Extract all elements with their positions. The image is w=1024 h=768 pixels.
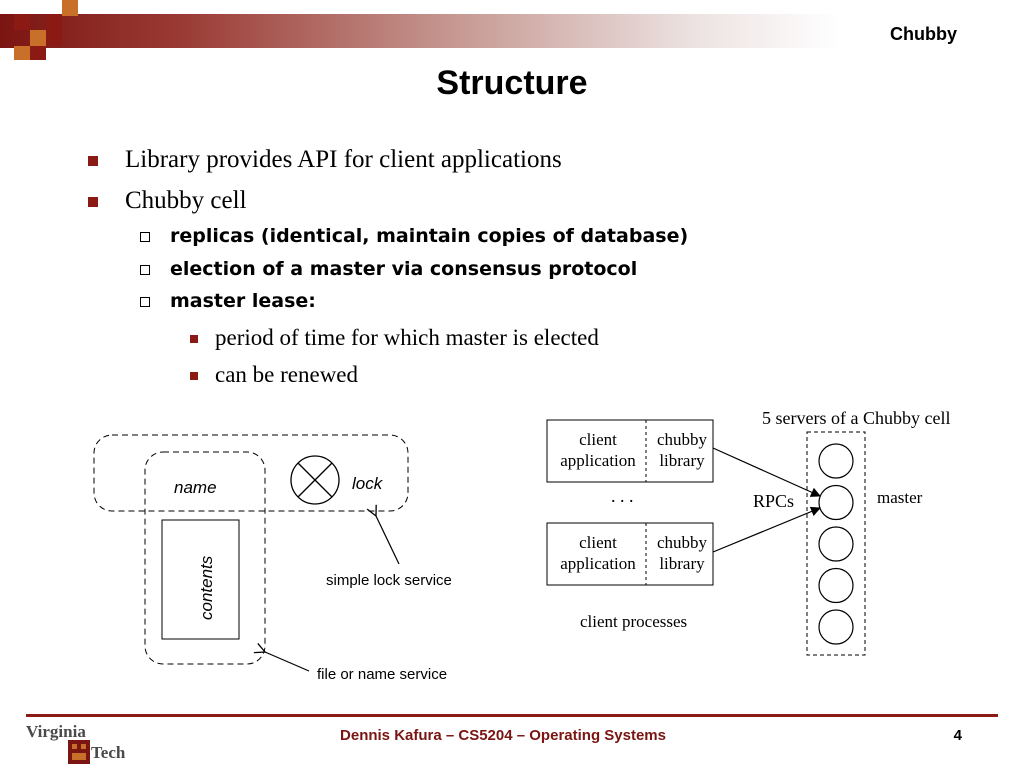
logo-shield-detail (72, 744, 77, 749)
server-node (818, 567, 854, 604)
bullet-text: Library provides API for client applicat… (125, 146, 562, 173)
rpc-arrow (712, 447, 821, 497)
header-square-3 (62, 0, 78, 16)
logo-text-virginia: Virginia (26, 722, 86, 741)
lock-service-arrow (376, 516, 400, 565)
header-square-2 (46, 14, 62, 30)
rpc-arrow (712, 506, 821, 553)
chubby-lib-label: library (659, 554, 705, 573)
lock-icon (290, 455, 340, 505)
bullet-text: Chubby cell (125, 187, 247, 214)
sub-sub-bullet-text: period of time for which master is elect… (215, 325, 599, 350)
server-node (818, 443, 854, 479)
hollow-square-icon (140, 265, 150, 275)
sub-bullet-text: master lease: (170, 290, 316, 312)
master-server-node (818, 484, 854, 521)
header-title: Chubby (890, 24, 957, 44)
cell-caption: 5 servers of a Chubby cell (762, 408, 950, 428)
bullet-square-icon (88, 156, 98, 166)
virginia-tech-logo: Virginia Tech (26, 722, 126, 764)
page-number: 4 (953, 727, 962, 744)
name-label: name (174, 478, 217, 497)
header-square-1 (14, 14, 30, 30)
hollow-square-icon (140, 232, 150, 242)
logo-shield-detail (72, 753, 86, 760)
server-node (818, 526, 854, 562)
server-node (818, 609, 854, 645)
sub-sub-bullet-text: can be renewed (215, 362, 359, 387)
header-square-4 (30, 30, 46, 46)
header-square-5 (14, 46, 30, 60)
lock-service-caption: simple lock service (326, 572, 452, 589)
ellipsis: . . . (611, 486, 634, 506)
header-square-7 (30, 46, 46, 60)
contents-box (161, 519, 240, 640)
chubby-lib-label: chubby (657, 533, 708, 552)
name-service-box (144, 451, 266, 665)
slide-title: Structure (436, 64, 588, 102)
chubby-cell-box (806, 431, 866, 656)
master-label: master (877, 488, 923, 507)
server-group (818, 443, 854, 645)
client-process-box: client application chubby library (546, 522, 714, 586)
client-app-label: application (560, 451, 636, 470)
chubby-cell-diagram: 5 servers of a Chubby cell client applic… (546, 408, 950, 656)
bullet-square-icon (190, 335, 198, 343)
logo-shield-detail (81, 744, 86, 749)
header-square-6 (46, 30, 62, 46)
client-processes-caption: client processes (580, 612, 687, 631)
client-app-label: application (560, 554, 636, 573)
name-service-arrow (265, 652, 310, 672)
header-band (0, 14, 1024, 48)
bullet-square-icon (190, 372, 198, 380)
client-app-label: client (579, 533, 617, 552)
footer-text: Dennis Kafura – CS5204 – Operating Syste… (340, 727, 666, 744)
sub-bullet-text: replicas (identical, maintain copies of … (170, 225, 689, 247)
footer-divider (26, 714, 998, 717)
lock-label: lock (352, 474, 384, 493)
chubby-lib-label: chubby (657, 430, 708, 449)
client-app-label: client (579, 430, 617, 449)
name-service-caption: file or name service (317, 666, 447, 683)
rpcs-label: RPCs (753, 491, 794, 511)
sub-bullet-text: election of a master via consensus proto… (170, 258, 638, 280)
lock-service-diagram: name lock contents simple lock service f… (93, 434, 452, 683)
contents-label: contents (197, 555, 216, 620)
chubby-lib-label: library (659, 451, 705, 470)
hollow-square-icon (140, 297, 150, 307)
client-process-box: client application chubby library (546, 419, 714, 483)
bullet-square-icon (88, 197, 98, 207)
logo-text-tech: Tech (91, 743, 126, 762)
lock-service-box (93, 434, 409, 512)
